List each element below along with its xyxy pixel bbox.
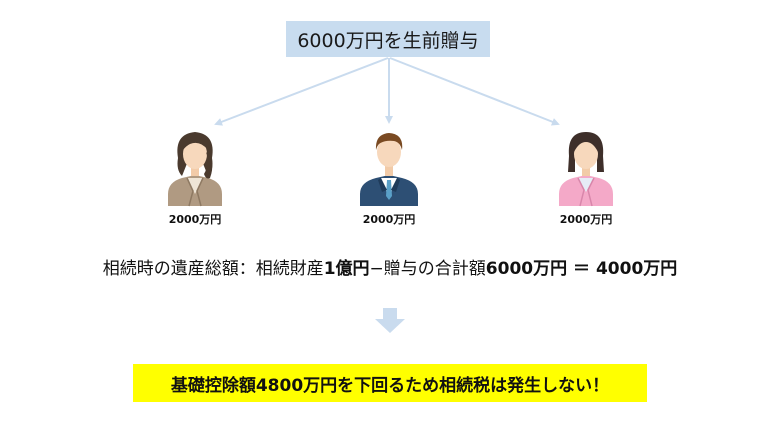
down-arrow-icon xyxy=(375,308,405,333)
arrow-to-right-person xyxy=(389,57,560,126)
formula-gift-label: 贈与の合計額 xyxy=(383,259,486,279)
formula-inheritance: 1億円 xyxy=(323,259,370,279)
formula-minus: − xyxy=(369,259,384,279)
formula-gift-total: 6000万円 xyxy=(485,259,568,279)
gift-box: 6000万円を生前贈与 xyxy=(286,21,490,57)
formula-equals: ＝ xyxy=(567,259,596,279)
recipient-amount: 2000万円 xyxy=(559,213,613,226)
arrow-to-left-person xyxy=(214,57,389,126)
formula-prefix: 相続時の遺産総額：相続財産 xyxy=(102,259,324,279)
gift-box-text: 6000万円を生前贈与 xyxy=(297,29,479,52)
woman-beige-jacket-icon xyxy=(168,132,222,207)
woman-pink-jacket-icon xyxy=(559,132,613,207)
result-box: 基礎控除額4800万円を下回るため相続税は発生しない！ xyxy=(133,364,647,402)
formula-result: 4000万円 xyxy=(595,259,678,279)
estate-formula: 相続時の遺産総額：相続財産1億円−贈与の合計額6000万円 ＝ 4000万円 xyxy=(20,254,760,279)
recipient-amount: 2000万円 xyxy=(362,213,416,226)
recipient-amount: 2000万円 xyxy=(168,213,222,226)
result-text: 基礎控除額4800万円を下回るため相続税は発生しない！ xyxy=(170,375,610,396)
man-blue-suit-icon xyxy=(360,133,418,206)
